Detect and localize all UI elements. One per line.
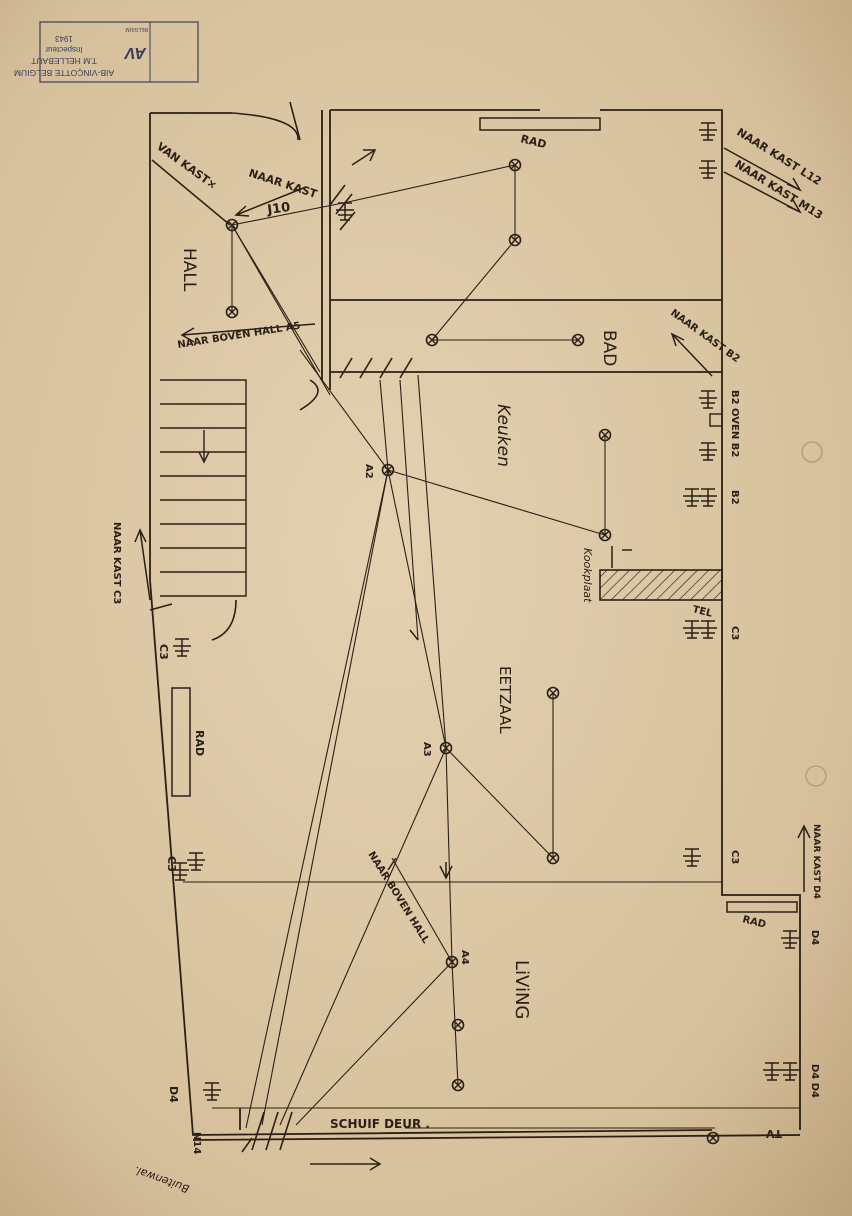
stamp-brand: BELGIUM: [125, 26, 148, 32]
label-c3-left-top: C3: [157, 644, 170, 660]
stamp-line-3: Inspecteur: [45, 45, 83, 54]
label-b2-oven: B2 OVEN B2: [729, 390, 740, 457]
wiring: [231, 164, 715, 1129]
label-schuifdeur: SCHUIF DEUR .: [330, 1117, 430, 1131]
label-a3: A3: [421, 742, 432, 757]
arrows: [134, 147, 811, 1171]
label-c3-left-bottom: C3: [165, 856, 178, 872]
label-a2: A2: [363, 464, 374, 479]
label-j10: J10: [265, 200, 291, 218]
label-naar-kast-c3: NAAR KAST C3: [111, 522, 122, 604]
punch-hole-bottom: [805, 765, 827, 787]
stamp-line-2: T.M HELLEBAUT: [31, 56, 97, 66]
label-b2: B2: [729, 490, 740, 505]
room-keuken: Keuken: [493, 404, 513, 467]
label-d4-left: D4: [167, 1086, 180, 1103]
label-n14: N14: [191, 1132, 202, 1154]
room-bad: BAD: [599, 330, 619, 366]
stamp-line-4: 1943: [55, 34, 73, 43]
walls: [149, 109, 801, 1141]
label-tel: TEL: [691, 604, 714, 620]
punch-hole-top: [801, 441, 823, 463]
door-swings: [149, 101, 319, 641]
room-labels: HALL BAD Keuken EETZAAL LiViNG: [179, 248, 619, 1019]
switches: [241, 184, 413, 1153]
label-d4-right: D4: [809, 930, 820, 945]
label-a4: A4: [459, 950, 470, 965]
radiators: [171, 117, 798, 913]
oven-box: [709, 413, 723, 427]
cooktop-counter: [599, 569, 723, 601]
label-c3-right-bottom: C3: [729, 850, 740, 864]
stamp-logo: AV: [124, 44, 147, 61]
label-c3-right-top: C3: [729, 626, 740, 640]
label-tv: TV: [765, 1127, 782, 1140]
label-d4-d4: D4 D4: [809, 1064, 820, 1098]
label-rad-top: RAD: [519, 132, 547, 151]
room-eetzaal: EETZAAL: [496, 666, 514, 734]
staircase: [160, 379, 247, 597]
label-naar-kast-d4: NAAR KAST D4: [811, 824, 821, 899]
inspection-stamp: AIB-VINÇOTTE BELGIUM T.M HELLEBAUT Inspe…: [14, 21, 199, 83]
label-rad-left: RAD: [193, 730, 206, 756]
room-living: LiViNG: [511, 960, 532, 1019]
room-hall: HALL: [179, 248, 199, 292]
stamp-line-1: AIB-VINÇOTTE BELGIUM: [14, 68, 114, 78]
label-kookplaat: Kookplaat: [581, 548, 594, 603]
